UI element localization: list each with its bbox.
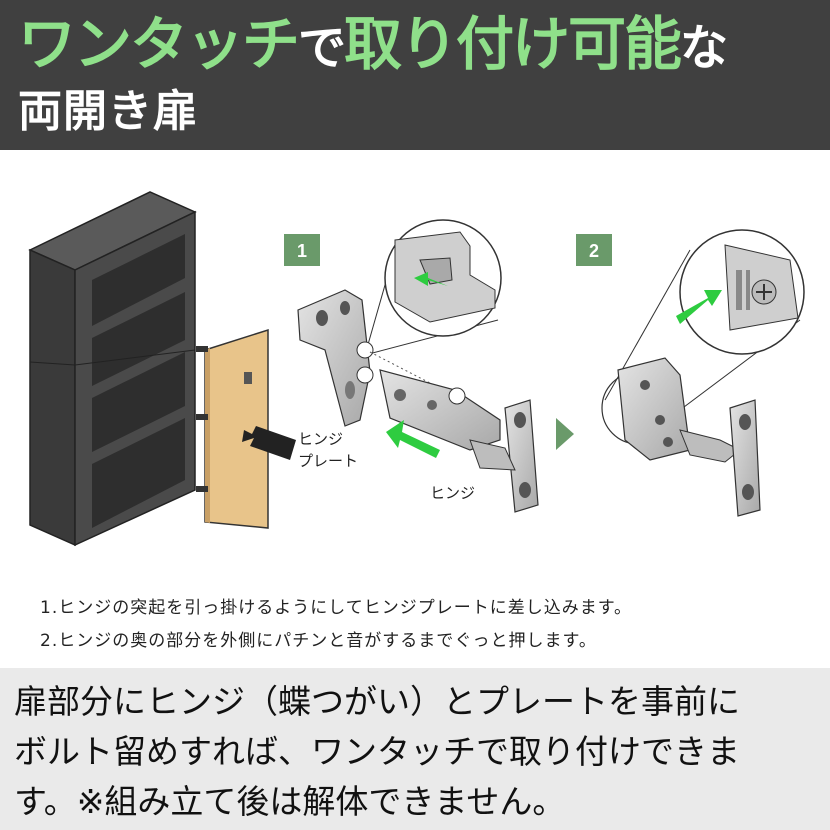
next-step-arrow-icon [556,418,574,450]
door-panel [196,328,269,529]
step-1-zoom-detail [364,219,502,356]
title-highlight-attachable: 取り付け可能 [344,10,682,78]
label-hinge-plate-line2: プレート [298,452,358,470]
instruction-step-1: 1.ヒンジの突起を引っ掛けるようにしてヒンジプレートに差し込みます。 [40,598,633,618]
step-2-zoom-detail [604,229,805,441]
title-highlight-onetouch: ワンタッチ [18,10,300,78]
push-arrow-icon [676,290,722,324]
instruction-step-2: 2.ヒンジの奥の部分を外側にパチンと音がするまでぐっと押します。 [40,631,597,651]
cabinet-illustration [28,191,197,547]
insert-arrow-icon [386,420,440,458]
step-2-hinge-assembly [601,357,761,517]
assembly-illustration: 1 ヒンジ プレート ヒンジ 2 [28,191,805,547]
instruction-list: 1.ヒンジの突起を引っ掛けるようにしてヒンジプレートに差し込みます。 2.ヒンジ… [40,592,820,658]
step-1-hinge-assembly [297,289,539,513]
door-arrow [242,426,296,460]
step-1-number: 1 [297,241,307,261]
title-particle-na: な [680,20,728,76]
footer-line-3: す。※組み立て後は解体できません。 [14,782,566,821]
footer-line-2: ボルト留めすれば、ワンタッチで取り付けできま [14,732,740,771]
footer-line-1: 扉部分にヒンジ（蝶つがい）とプレートを事前に [14,682,740,721]
title-particle-de: で [298,20,346,76]
step-1-badge [284,234,320,266]
step-2-badge [576,234,612,266]
page-subtitle: 両開き扉 [18,86,198,137]
page-title: ワンタッチで取り付け可能な [18,8,728,84]
header-banner: ワンタッチで取り付け可能な 両開き扉 [0,0,830,150]
green-arrow-icon [414,272,448,286]
label-hinge: ヒンジ [430,484,475,502]
step-2-number: 2 [589,241,599,261]
footer-note: 扉部分にヒンジ（蝶つがい）とプレートを事前に ボルト留めすれば、ワンタッチで取り… [0,668,830,830]
label-hinge-plate-line1: ヒンジ [298,430,343,448]
